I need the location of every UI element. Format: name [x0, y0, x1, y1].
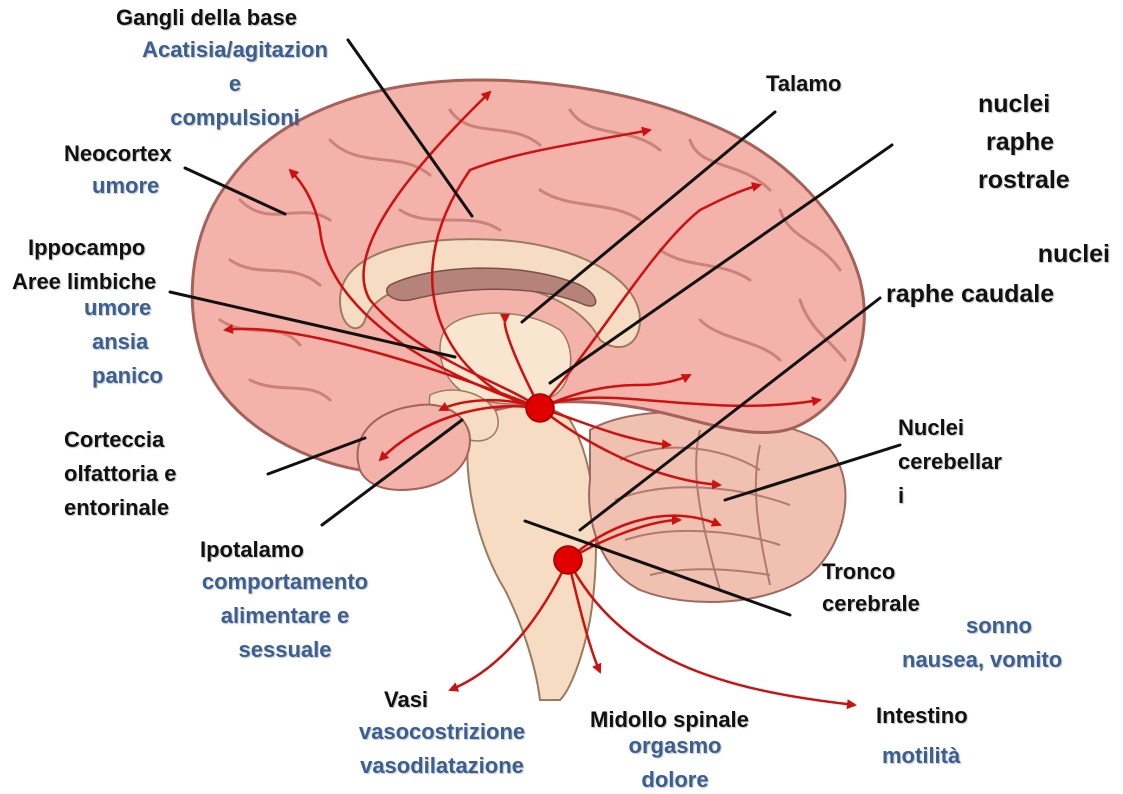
tronco-line-1: Tronco [822, 558, 895, 586]
tronco-line-2: cerebrale [822, 590, 920, 618]
tronco-effect-line-1: sonno [966, 612, 1032, 640]
ipotalamo-effect-line-3: sessuale [160, 636, 410, 664]
gangli-effect-line-2: e [100, 70, 370, 98]
raphe-nucleus-caudal-icon [554, 546, 582, 574]
nuclei-cerebellari-line-1: Nuclei [898, 414, 964, 442]
cerebellum-shape [589, 412, 845, 602]
limbiche-effect-line-1: umore [84, 294, 151, 322]
gangli-title: Gangli della base [116, 4, 297, 32]
limbiche-effect-line-2: ansia [92, 328, 148, 356]
raphe-caudale-line-2: raphe caudale [886, 276, 1054, 312]
intestino-effect: motilità [882, 742, 960, 770]
vasi-effect-line-2: vasodilatazione [322, 752, 562, 780]
corteccia-line-3: entorinale [64, 494, 169, 522]
raphe-nucleus-rostral-icon [526, 394, 554, 422]
neocortex-title: Neocortex [64, 140, 172, 168]
ippocampo-title: Ippocampo [28, 234, 145, 262]
ipotalamo-effect-line-1: comportamento [160, 568, 410, 596]
limbiche-effect-line-3: panico [92, 362, 163, 390]
tronco-effect-line-2: nausea, vomito [902, 646, 1062, 674]
neocortex-effect: umore [92, 172, 159, 200]
raphe-caudale-line-1: nuclei [880, 236, 1110, 272]
midollo-effect-line-2: dolore [600, 766, 750, 794]
nuclei-cerebellari-line-3: i [898, 482, 904, 510]
intestino-title: Intestino [876, 702, 968, 730]
talamo-title: Talamo [766, 70, 841, 98]
corteccia-line-2: olfattoria e [64, 460, 176, 488]
ipotalamo-effect-line-2: alimentare e [160, 602, 410, 630]
nuclei-cerebellari-line-2: cerebellar [898, 448, 1002, 476]
raphe-rostrale-line-3: rostrale [978, 162, 1070, 198]
corteccia-line-1: Corteccia [64, 426, 164, 454]
vasi-title: Vasi [384, 686, 428, 714]
vasi-effect-line-1: vasocostrizione [322, 718, 562, 746]
midollo-effect-line-1: orgasmo [600, 732, 750, 760]
raphe-rostrale-line-1: nuclei [978, 86, 1050, 122]
aree-limbiche-title: Aree limbiche [12, 268, 156, 296]
midollo-title: Midollo spinale [590, 706, 749, 734]
ipotalamo-title: Ipotalamo [200, 536, 304, 564]
gangli-effect-line-1: Acatisia/agitazion [100, 36, 370, 64]
gangli-effect-line-3: compulsioni [100, 104, 370, 132]
raphe-rostrale-line-2: raphe [986, 124, 1054, 160]
